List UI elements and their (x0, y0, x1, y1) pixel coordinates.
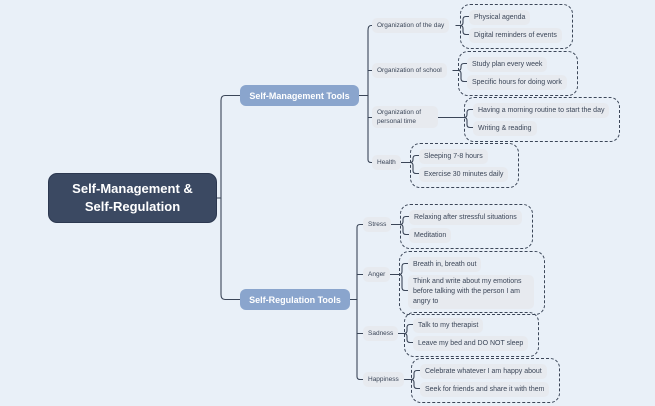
connector-stress-leaf2 (390, 223, 410, 236)
connector-school-leaf2 (452, 69, 468, 83)
connector-day-leaf2 (455, 24, 470, 36)
leaf-digital-reminders[interactable]: Digital reminders of events (469, 28, 562, 43)
connector-root-regulation (220, 197, 241, 301)
group-organization-of-personal-time: Having a morning routine to start the da… (464, 97, 621, 142)
group-organization-of-the-day: Physical agenda Digital reminders of eve… (460, 4, 573, 49)
group-health: Sleeping 7-8 hours Exercise 30 minutes d… (410, 143, 520, 188)
branch-node-self-regulation-tools[interactable]: Self-Regulation Tools (240, 289, 350, 310)
leaf-exercise[interactable]: Exercise 30 minutes daily (419, 167, 509, 182)
connector-anger-leaf2 (387, 273, 409, 292)
topic-health[interactable]: Health (372, 155, 401, 170)
leaf-physical-agenda[interactable]: Physical agenda (469, 10, 531, 25)
topic-organization-of-personal-time[interactable]: Organization of personal time (372, 106, 438, 128)
connector-sadness-leaf2 (393, 332, 414, 344)
root-node-label-line1: Self-Management & (72, 181, 193, 196)
topic-stress[interactable]: Stress (363, 217, 392, 232)
connector-happiness-leaf2 (400, 378, 421, 390)
leaf-meditation[interactable]: Meditation (409, 228, 452, 243)
leaf-breath[interactable]: Breath in, breath out (408, 257, 482, 272)
leaf-morning-routine[interactable]: Having a morning routine to start the da… (473, 103, 610, 118)
group-happiness: Celebrate whatever I am happy about Seek… (411, 358, 561, 403)
connector-regulation-trunk-down (356, 298, 366, 381)
topic-organization-of-the-day[interactable]: Organization of the day (372, 18, 450, 33)
leaf-specific-hours[interactable]: Specific hours for doing work (467, 75, 567, 90)
connector-root-management (216, 94, 241, 199)
leaf-think-and-write[interactable]: Think and write about my emotions before… (408, 275, 534, 309)
topic-happiness[interactable]: Happiness (363, 372, 404, 387)
leaf-therapist[interactable]: Talk to my therapist (413, 318, 484, 333)
connector-health-leaf2 (399, 161, 420, 175)
leaf-leave-bed[interactable]: Leave my bed and DO NOT sleep (413, 336, 529, 351)
leaf-celebrate[interactable]: Celebrate whatever I am happy about (420, 364, 547, 379)
branch-node-self-management-tools[interactable]: Self-Management Tools (240, 85, 359, 106)
group-anger: Breath in, breath out Think and write ab… (399, 251, 545, 315)
leaf-study-plan[interactable]: Study plan every week (467, 57, 548, 72)
connector-regulation-trunk-up (347, 223, 366, 301)
group-sadness: Talk to my therapist Leave my bed and DO… (404, 312, 540, 357)
topic-anger[interactable]: Anger (363, 267, 391, 282)
group-stress: Relaxing after stressful situations Medi… (400, 204, 533, 249)
leaf-writing-reading[interactable]: Writing & reading (473, 121, 537, 136)
root-node[interactable]: Self-Management & Self-Regulation (48, 173, 217, 223)
leaf-relaxing[interactable]: Relaxing after stressful situations (409, 210, 522, 225)
group-organization-of-school: Study plan every week Specific hours for… (458, 51, 578, 96)
connector-personal-leaf2 (435, 116, 474, 129)
leaf-sleeping[interactable]: Sleeping 7-8 hours (419, 149, 488, 164)
connector-management-trunk-up (356, 24, 375, 97)
connector-management-trunk-down (367, 94, 375, 164)
topic-sadness[interactable]: Sadness (363, 326, 399, 341)
leaf-seek-friends[interactable]: Seek for friends and share it with them (420, 382, 550, 397)
root-node-label-line2: Self-Regulation (84, 199, 181, 214)
topic-organization-of-school[interactable]: Organization of school (372, 63, 447, 78)
